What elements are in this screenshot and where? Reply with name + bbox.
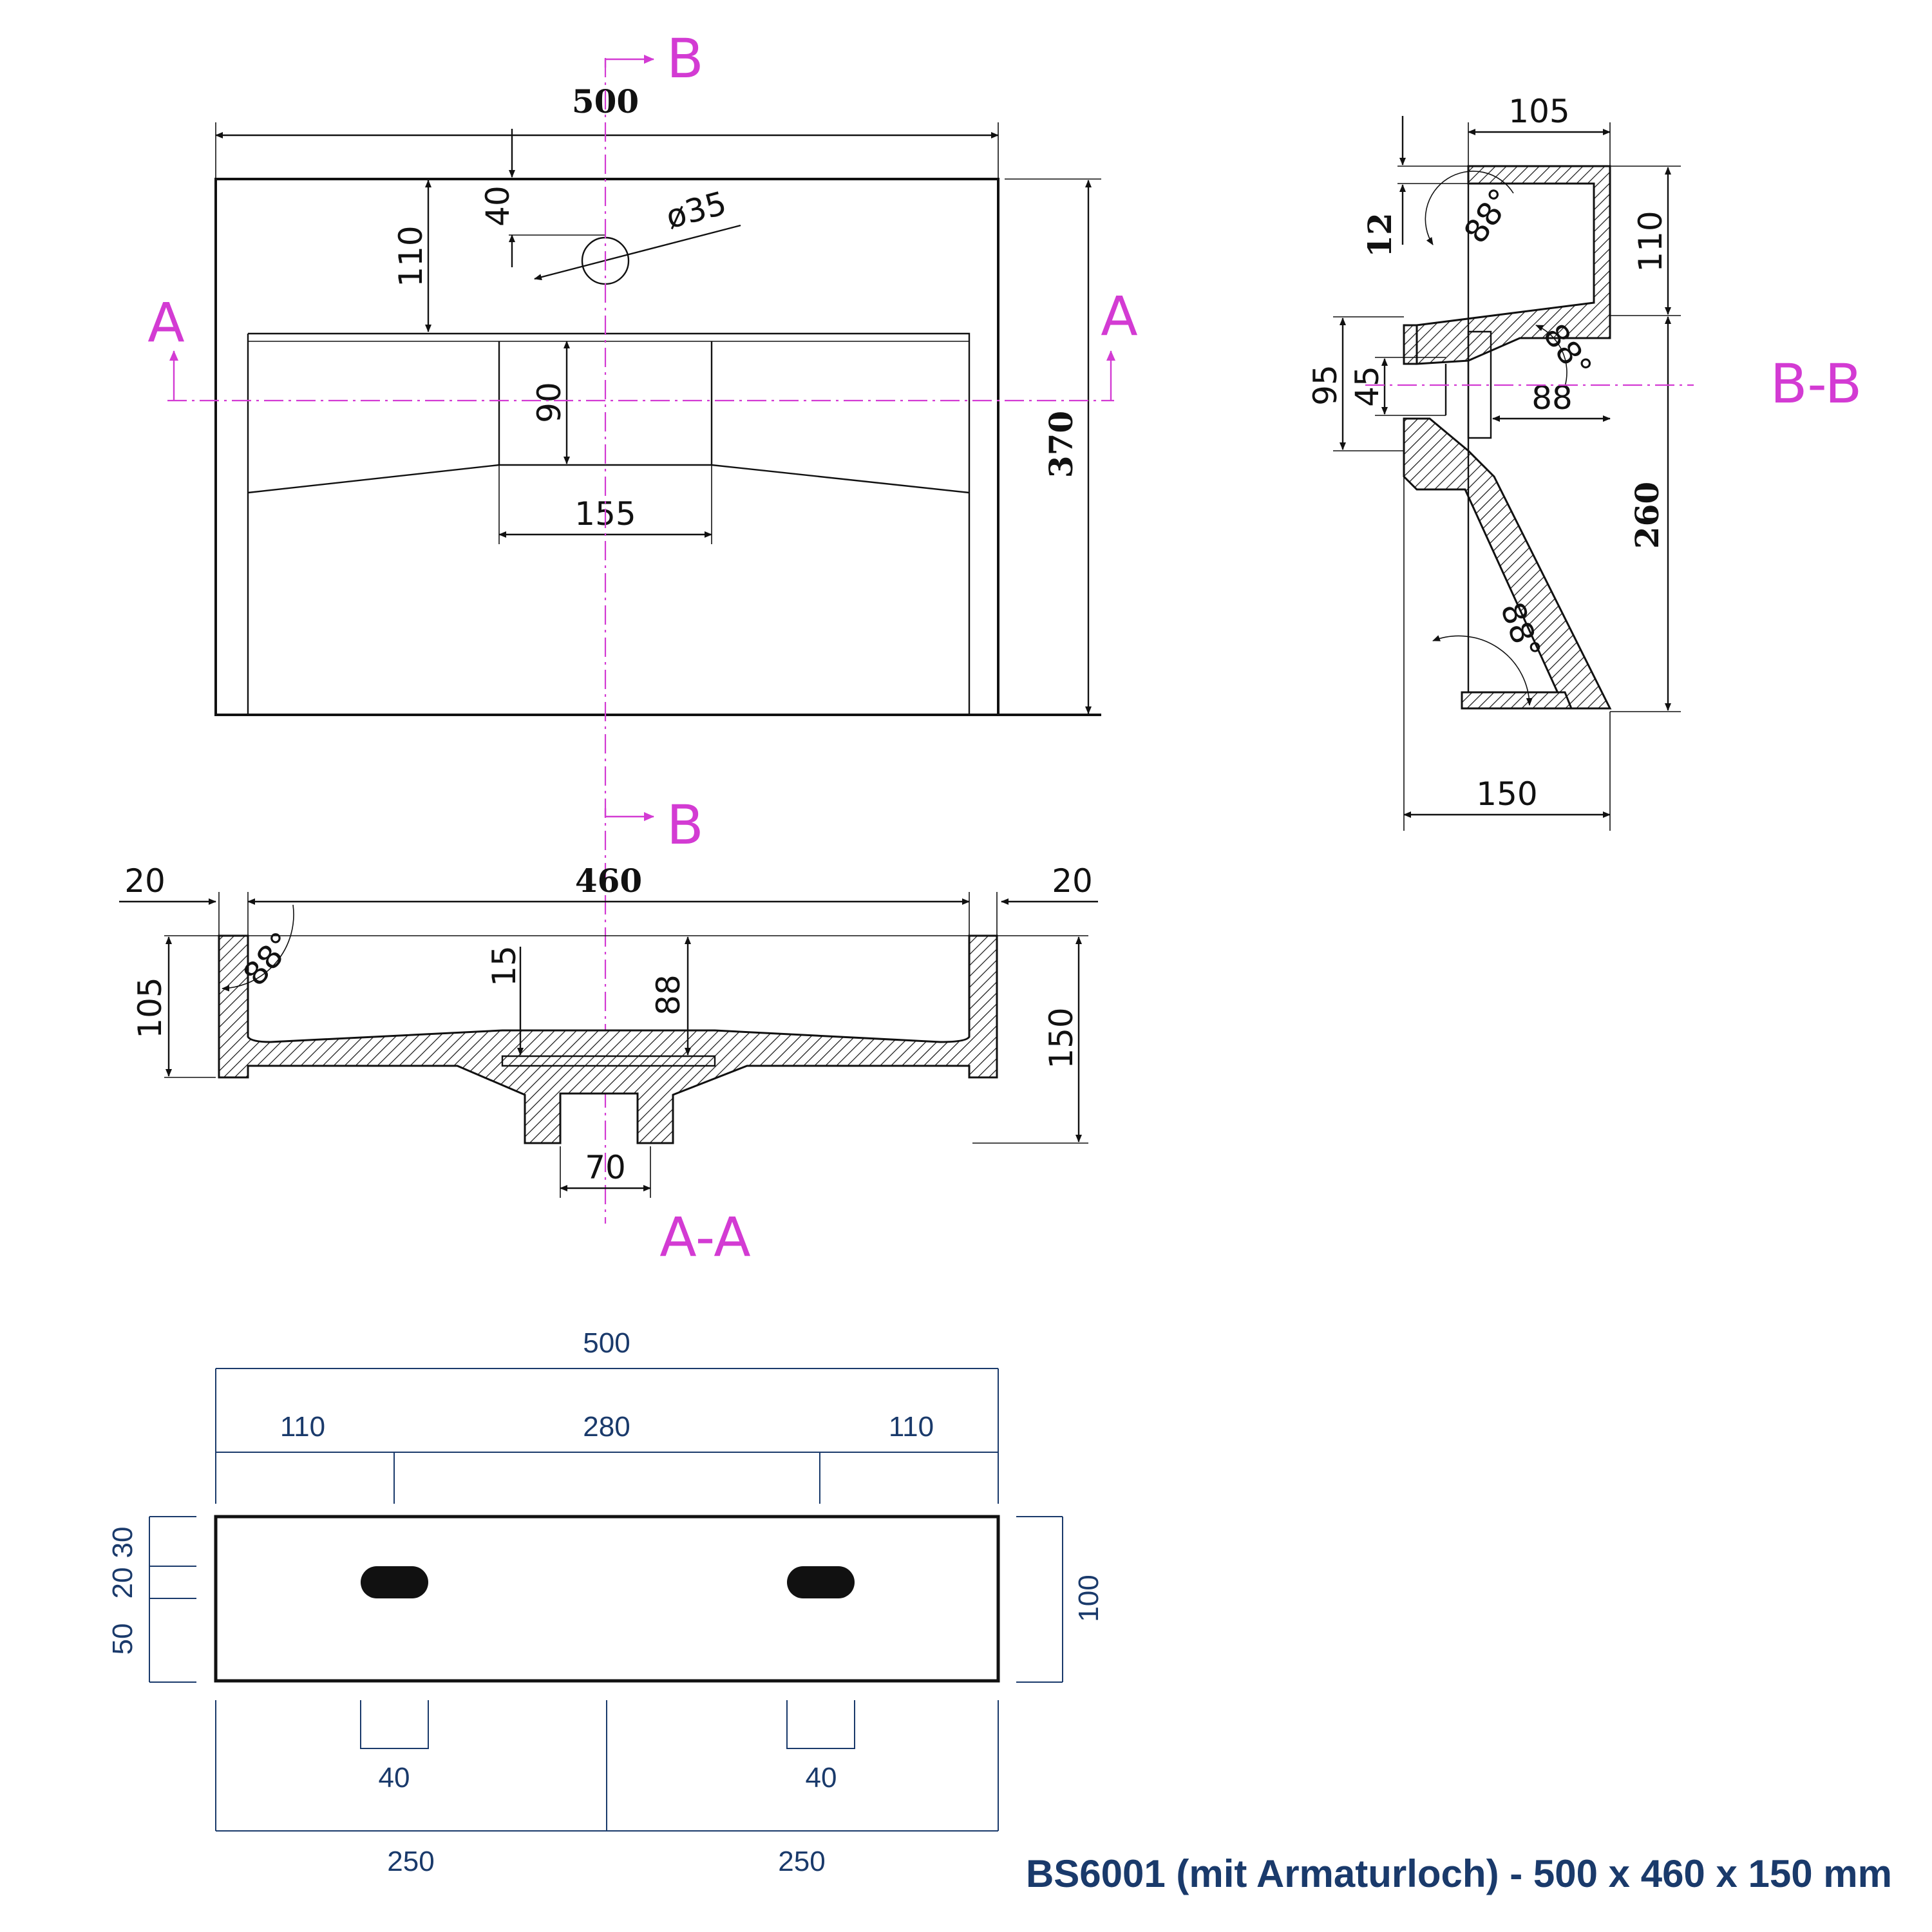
top-width-label: 105 [1508, 93, 1569, 130]
section-aa-label: A-A [659, 1206, 751, 1269]
section-bb-lower [1403, 417, 1612, 710]
outlet-height-label: 95 [1307, 365, 1344, 406]
section-a-label-right: A [1101, 285, 1137, 348]
plan-left-edge-label: 110 [280, 1411, 325, 1443]
total-width-label: 150 [1476, 775, 1537, 813]
product-title: BS6001 (mit Armaturloch) - 500 x 460 x 1… [1025, 1852, 1892, 1895]
section-aa-view: 460 20 20 105 150 15 88 70 88° A-A [119, 862, 1098, 1269]
depth-label: 370 [1042, 411, 1080, 478]
plan-width-label: 500 [583, 1327, 630, 1359]
drain-width-label: 70 [585, 1149, 626, 1186]
section-bb-base [1461, 691, 1573, 710]
bowl-outline [247, 332, 971, 714]
front-height-label: 260 [1628, 482, 1666, 549]
section-bb-label: B-B [1770, 352, 1862, 415]
slot-width-left-label: 40 [379, 1762, 410, 1794]
bowl-slope-line [247, 464, 970, 494]
slot-width-right-bracket [786, 1700, 855, 1749]
section-bb-lip [1403, 324, 1418, 365]
bowl-depth-label: 88 [650, 974, 687, 1016]
side-height-label: 105 [131, 977, 169, 1038]
wall-left-label: 20 [124, 862, 166, 900]
drain-flange [501, 1055, 716, 1067]
section-b-label-bottom: B [667, 793, 704, 857]
section-bb-outlet-fitting [1467, 330, 1492, 439]
wall-right-label: 20 [1052, 862, 1093, 900]
section-a-label-left: A [147, 291, 184, 354]
slot-width-right-label: 40 [806, 1762, 837, 1794]
section-bb-upper [1416, 165, 1611, 365]
tap-hole-diameter-label: ø35 [662, 184, 730, 236]
plan-slot-height-label: 20 [107, 1567, 138, 1599]
overflow-height-label: 90 [531, 382, 568, 423]
plan-right-edge-label: 110 [889, 1411, 934, 1443]
slot-width-left-bracket [360, 1700, 429, 1749]
plan-height-label: 100 [1073, 1575, 1104, 1622]
plan-outline [214, 1515, 1000, 1683]
plan-slot-offset-bottom-label: 50 [107, 1624, 138, 1655]
plan-slot-offset-top-label: 30 [107, 1527, 138, 1558]
drain-depth-label: 15 [486, 945, 523, 987]
back-height-label: 110 [1632, 211, 1669, 272]
angle-arc [222, 904, 294, 992]
tap-hole-leader [534, 224, 741, 281]
inner-width-label: 460 [575, 862, 642, 900]
rim-label: 12 [1361, 213, 1399, 258]
section-aa-body [218, 934, 998, 1144]
half-left-label: 250 [387, 1846, 434, 1877]
outlet-inner-label: 45 [1349, 366, 1386, 407]
section-bb-view: 105 12 110 260 95 45 88 150 [1307, 93, 1862, 831]
section-b-arrow-bottom [604, 808, 654, 821]
section-b-label-top: B [667, 27, 704, 90]
plan-center-label: 280 [583, 1411, 630, 1443]
angle-label-top: 88° [1457, 182, 1520, 250]
angle-arc-mid [1535, 325, 1567, 387]
tap-offset-label: 40 [479, 185, 516, 227]
slot-left [361, 1566, 428, 1598]
bottom-plan: 500 110 280 110 30 20 50 100 40 40 250 2… [107, 1327, 1104, 1877]
bowl-offset-label: 110 [392, 225, 430, 287]
section-b-arrow-top [604, 55, 654, 68]
angle-arc-top [1425, 171, 1514, 245]
slot-right [787, 1566, 855, 1598]
angle-arc-bottom [1432, 635, 1533, 706]
half-right-label: 250 [778, 1846, 825, 1877]
total-height-label: 150 [1043, 1007, 1080, 1068]
overflow-box [498, 341, 713, 465]
